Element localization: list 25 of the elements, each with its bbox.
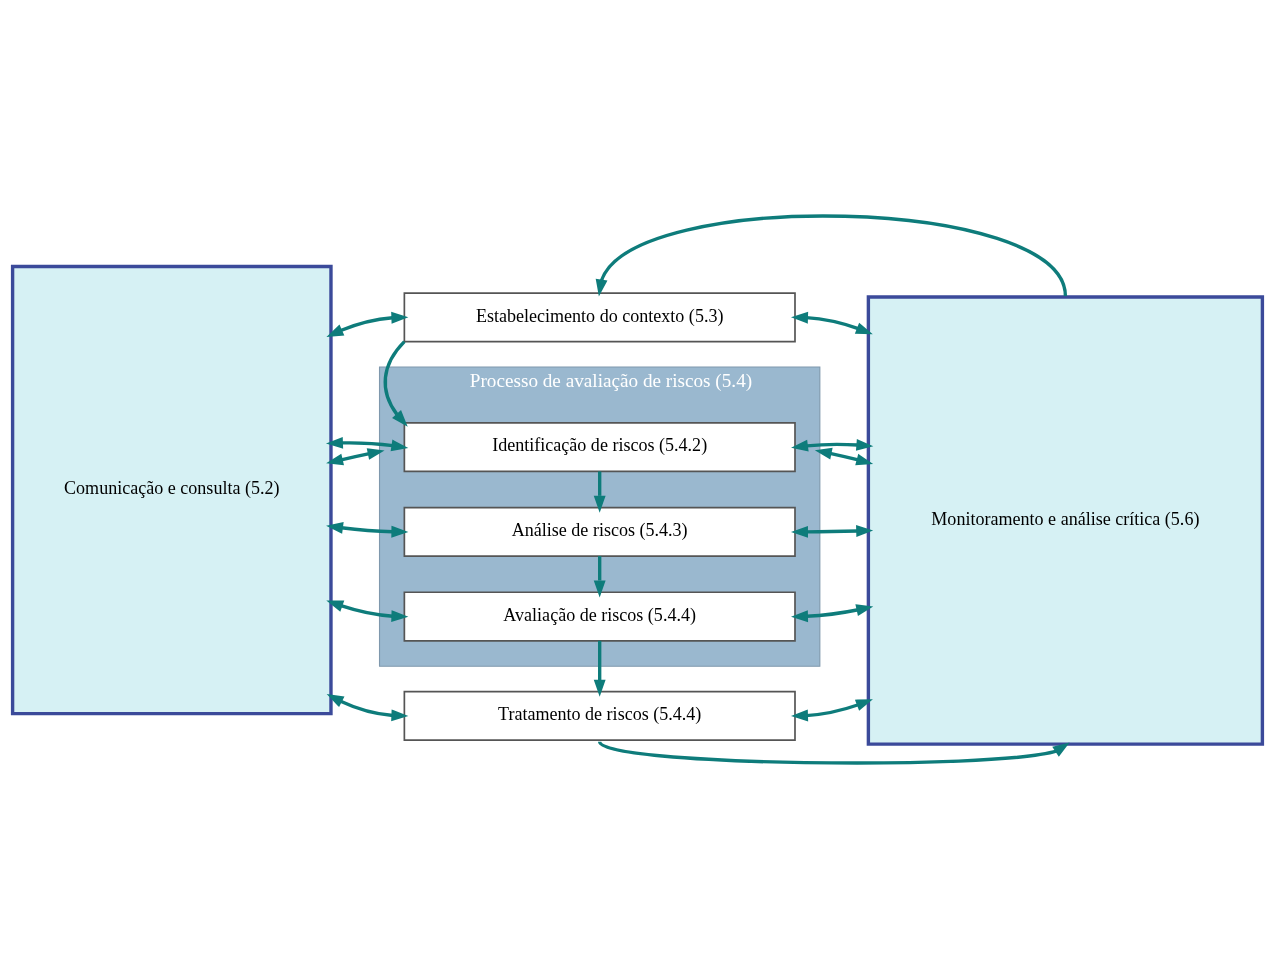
arrow (326, 599, 409, 622)
node-box: Estabelecimento do contexto (5.3) (403, 291, 796, 342)
node-box: Avaliação de riscos (5.4.4) (403, 590, 796, 642)
arrow (326, 693, 409, 721)
arrow (593, 555, 606, 597)
arrow (595, 214, 1067, 296)
node-box: Análise de riscos (5.4.3) (403, 506, 796, 557)
arrow (383, 339, 408, 427)
arrow (593, 470, 606, 513)
arrow (791, 524, 874, 538)
arrow (325, 436, 409, 451)
arrow (598, 739, 1070, 765)
arrow (326, 447, 385, 465)
arrow (791, 698, 873, 721)
node-box: Comunicação e consulta (5.2) (10, 264, 333, 715)
arrow (791, 438, 874, 452)
arrow (593, 640, 606, 697)
node-box: Tratamento de riscos (5.4.4) (403, 690, 796, 741)
arrow (326, 521, 409, 538)
node-box: Identificação de riscos (5.4.2) (403, 421, 796, 472)
arrow (326, 311, 409, 337)
arrow (814, 447, 874, 465)
node-box: Monitoramento e análise crítica (5.6) (866, 294, 1265, 746)
arrow (791, 603, 874, 622)
arrow (791, 311, 873, 334)
